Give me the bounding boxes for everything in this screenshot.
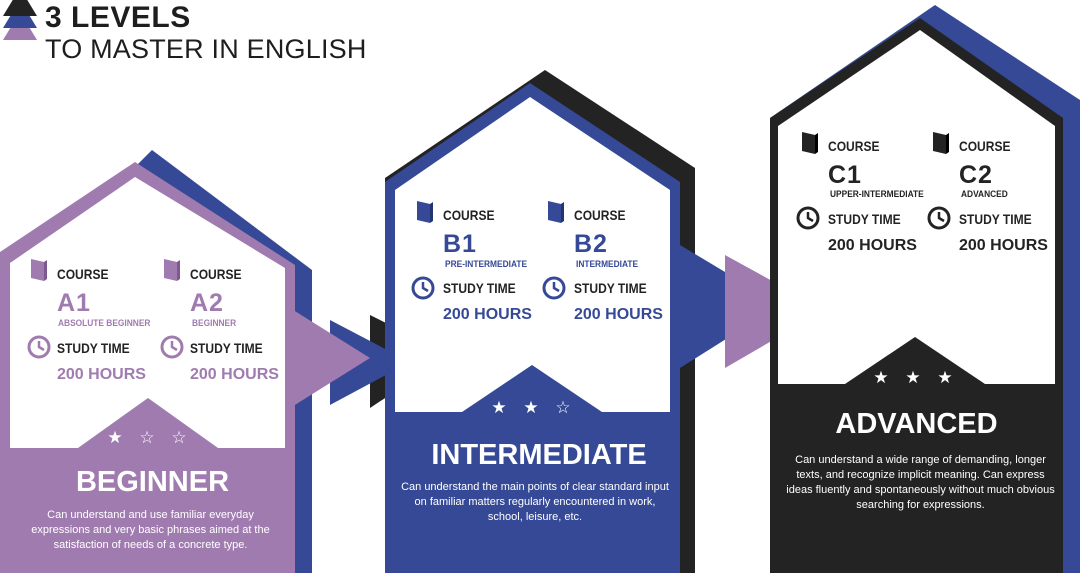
course-sublabel: BEGINNER [192, 318, 237, 329]
header-title: 3 LEVELS [45, 1, 191, 34]
study-time-label: STUDY TIME [57, 340, 130, 356]
course-label: COURSE [57, 266, 109, 282]
study-time-label: STUDY TIME [959, 211, 1032, 227]
course-label: COURSE [959, 138, 1011, 154]
advanced-shape [770, 5, 1080, 573]
study-hours: 200 HOURS [828, 237, 917, 254]
course-code: A1 [57, 289, 91, 317]
study-time-label: STUDY TIME [574, 280, 647, 296]
logo-triangles-icon [3, 0, 37, 40]
study-time-label: STUDY TIME [190, 340, 263, 356]
book-icon [548, 201, 564, 223]
course-label: COURSE [574, 207, 626, 223]
study-hours: 200 HOURS [574, 306, 663, 323]
level-stars: ★ ☆ ☆ [107, 428, 193, 447]
clock-icon [27, 335, 51, 359]
course-code: B2 [574, 230, 608, 258]
beginner-shape [0, 150, 312, 573]
book-icon [417, 201, 433, 223]
study-hours: 200 HOURS [57, 366, 146, 383]
study-hours: 200 HOURS [443, 306, 532, 323]
clock-icon [160, 335, 184, 359]
level-description: Can understand the main points of clear … [401, 481, 669, 523]
course-label: COURSE [828, 138, 880, 154]
intermediate-shape [385, 70, 695, 573]
course-sublabel: ADVANCED [961, 189, 1008, 200]
study-time-label: STUDY TIME [828, 211, 901, 227]
course-code: C2 [959, 161, 993, 189]
study-time-label: STUDY TIME [443, 280, 516, 296]
clock-icon [411, 276, 435, 300]
book-icon [164, 259, 180, 281]
course-label: COURSE [190, 266, 242, 282]
book-icon [933, 132, 949, 154]
course-sublabel: INTERMEDIATE [576, 259, 639, 270]
level-stars: ★ ★ ☆ [491, 398, 577, 417]
study-hours: 200 HOURS [190, 366, 279, 383]
clock-icon [796, 206, 820, 230]
course-code: C1 [828, 161, 862, 189]
course-code: A2 [190, 289, 224, 317]
header-subtitle: TO MASTER IN ENGLISH [45, 34, 367, 64]
course-sublabel: UPPER-INTERMEDIATE [830, 189, 924, 200]
book-icon [802, 132, 818, 154]
level-title: INTERMEDIATE [431, 439, 647, 471]
clock-icon [542, 276, 566, 300]
level-title: ADVANCED [835, 408, 998, 440]
level-description: Can understand and use familiar everyday… [31, 509, 270, 551]
course-label: COURSE [443, 207, 495, 223]
book-icon [31, 259, 47, 281]
level-title: BEGINNER [75, 466, 230, 498]
course-sublabel: ABSOLUTE BEGINNER [58, 318, 151, 329]
level-description: Can understand a wide range of demanding… [786, 454, 1055, 511]
level-stars: ★ ★ ★ [873, 368, 959, 387]
study-hours: 200 HOURS [959, 237, 1048, 254]
clock-icon [927, 206, 951, 230]
course-sublabel: PRE-INTERMEDIATE [445, 259, 528, 270]
course-code: B1 [443, 230, 477, 258]
